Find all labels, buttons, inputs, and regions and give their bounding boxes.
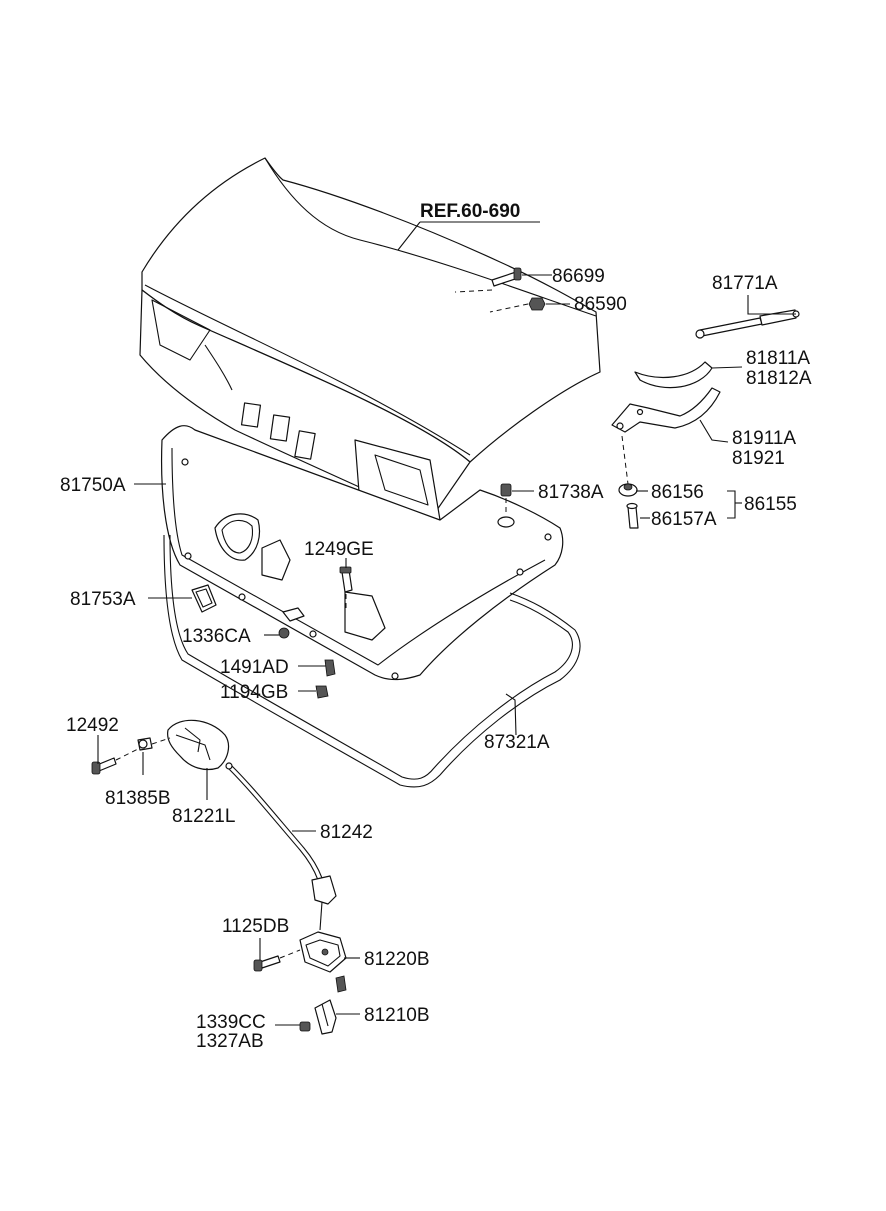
part-label-86156: 86156	[651, 482, 704, 503]
part-label-1336CA: 1336CA	[182, 626, 251, 647]
part-label-81911A: 81911A	[732, 428, 796, 449]
bushing-81385B	[137, 737, 153, 751]
bushing-86156	[618, 483, 638, 497]
part-label-81385B: 81385B	[105, 788, 171, 809]
weatherstrip	[163, 534, 581, 788]
bolt-1125DB	[253, 955, 281, 972]
part-label-87321A: 87321A	[484, 732, 550, 753]
part-label-86157A: 86157A	[651, 509, 717, 530]
clip-1491AD	[324, 659, 336, 677]
screw-1339CC	[335, 975, 347, 993]
part-label-81242: 81242	[320, 822, 373, 843]
part-label-81210B: 81210B	[364, 1005, 430, 1026]
part-label-1249GE: 1249GE	[304, 539, 374, 560]
cable-81242	[225, 762, 323, 881]
part-label-86590: 86590	[574, 294, 627, 315]
clip-1327AB	[299, 1021, 311, 1032]
part-label-1125DB: 1125DB	[222, 916, 289, 937]
part-label-81738A: 81738A	[538, 482, 604, 503]
part-label-81221L: 81221L	[172, 806, 235, 827]
striker-81210B	[314, 999, 337, 1035]
trunk-lid-inner-panel	[160, 425, 564, 681]
part-label-1339CC: 1339CC	[196, 1012, 266, 1033]
part-label-81753A: 81753A	[70, 589, 136, 610]
part-label-1491AD: 1491AD	[220, 657, 289, 678]
latch-81220B	[299, 875, 347, 973]
bolt-12492	[91, 757, 117, 775]
pin-86157A	[626, 502, 639, 529]
clip-1194GB	[315, 685, 329, 699]
part-label-81811A: 81811A	[746, 348, 810, 369]
part-label-81220B: 81220B	[364, 949, 430, 970]
part-label-1194GB: 1194GB	[220, 682, 288, 703]
part-label-81921: 81921	[732, 448, 785, 469]
grommet-1336CA	[278, 627, 290, 639]
part-label-81812A: 81812A	[746, 368, 812, 389]
part-label-86699: 86699	[552, 266, 605, 287]
nut-86590	[528, 297, 546, 311]
bolt-86699	[491, 267, 522, 287]
cover-81753A	[191, 584, 217, 613]
ref-label: REF.60-690	[420, 201, 520, 222]
part-label-81750A: 81750A	[60, 475, 126, 496]
part-label-86155: 86155	[744, 494, 797, 515]
screw-1249GE	[339, 566, 353, 593]
hinge-cover	[634, 361, 713, 389]
part-label-1327AB: 1327AB	[196, 1031, 264, 1052]
leader-lines	[97, 221, 796, 1026]
bumper-81738A	[500, 483, 512, 515]
hinge-arm	[611, 387, 721, 433]
handle-81221L	[167, 719, 230, 771]
part-label-12492: 12492	[66, 715, 119, 736]
part-label-81771A: 81771A	[712, 273, 778, 294]
